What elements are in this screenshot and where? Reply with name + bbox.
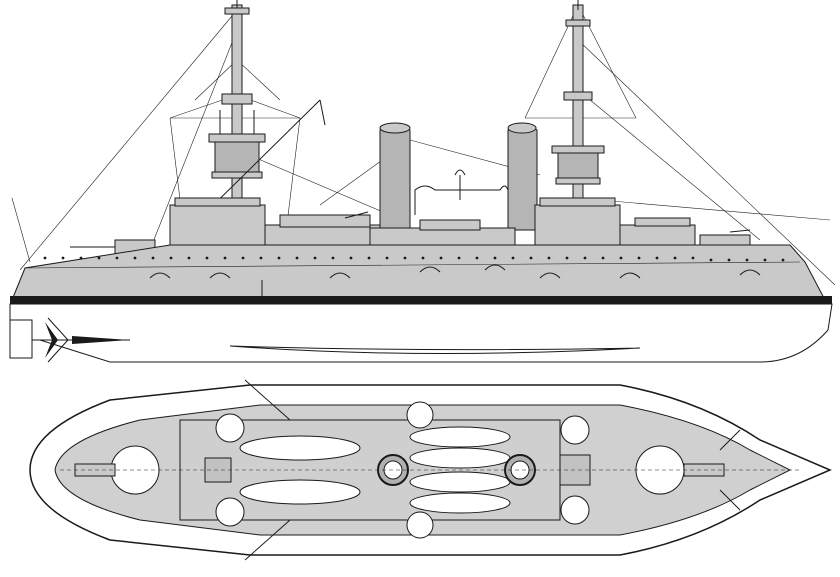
porthole bbox=[295, 256, 299, 260]
porthole bbox=[601, 256, 605, 260]
propeller-shaft bbox=[40, 317, 130, 363]
porthole bbox=[313, 256, 317, 260]
porthole bbox=[547, 256, 551, 260]
porthole bbox=[277, 256, 281, 260]
porthole bbox=[79, 256, 83, 260]
porthole bbox=[133, 256, 137, 260]
porthole bbox=[331, 256, 335, 260]
underwater-hull bbox=[9, 303, 833, 363]
porthole bbox=[619, 256, 623, 260]
porthole bbox=[367, 256, 371, 260]
porthole bbox=[511, 256, 515, 260]
porthole bbox=[223, 256, 227, 260]
porthole bbox=[205, 256, 209, 260]
hull-portholes bbox=[43, 256, 785, 262]
porthole bbox=[745, 258, 749, 262]
porthole bbox=[637, 256, 641, 260]
secondary-turrets bbox=[215, 401, 590, 539]
porthole bbox=[97, 256, 101, 260]
porthole bbox=[43, 256, 47, 260]
porthole bbox=[691, 256, 695, 260]
porthole bbox=[385, 256, 389, 260]
foremast bbox=[208, 0, 266, 241]
deck-boats bbox=[239, 426, 511, 514]
porthole bbox=[583, 256, 587, 260]
porthole bbox=[565, 256, 569, 260]
deck-plan-view bbox=[29, 379, 832, 561]
casemate-hoods bbox=[149, 264, 761, 279]
porthole bbox=[457, 256, 461, 260]
porthole bbox=[781, 258, 785, 262]
porthole bbox=[169, 256, 173, 260]
aft-superstructure bbox=[534, 197, 751, 248]
amidships-deckhouse bbox=[369, 219, 516, 246]
porthole bbox=[493, 256, 497, 260]
porthole bbox=[529, 256, 533, 260]
porthole bbox=[349, 256, 353, 260]
forward-superstructure bbox=[169, 197, 381, 246]
porthole bbox=[421, 256, 425, 260]
boat-gallows bbox=[414, 169, 509, 215]
side-profile-view bbox=[9, 0, 836, 363]
hull-side bbox=[10, 244, 832, 304]
forward-funnel bbox=[379, 122, 411, 231]
porthole bbox=[475, 256, 479, 260]
porthole bbox=[241, 256, 245, 260]
mainmast bbox=[551, 0, 605, 221]
porthole bbox=[673, 256, 677, 260]
porthole bbox=[151, 256, 155, 260]
boat-booms bbox=[244, 379, 741, 561]
porthole bbox=[655, 256, 659, 260]
aft-funnel bbox=[507, 122, 538, 231]
porthole bbox=[763, 258, 767, 262]
porthole bbox=[439, 256, 443, 260]
porthole bbox=[403, 256, 407, 260]
porthole bbox=[115, 256, 119, 260]
porthole bbox=[61, 256, 65, 260]
porthole bbox=[259, 256, 263, 260]
porthole bbox=[187, 256, 191, 260]
porthole bbox=[727, 258, 731, 262]
porthole bbox=[709, 258, 713, 262]
